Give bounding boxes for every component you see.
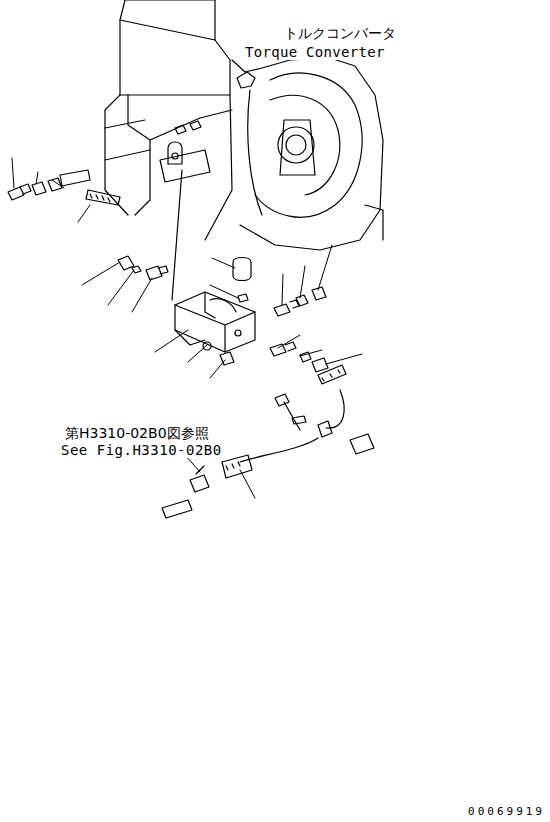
hose-assembly <box>8 170 168 280</box>
part-name: トルクコンバータ <box>283 26 397 41</box>
leader-line <box>12 120 362 498</box>
guide-line <box>172 170 182 300</box>
hose-assembly <box>162 365 374 518</box>
transmission-housing <box>105 0 232 240</box>
part-name: Torque Converter <box>244 45 386 60</box>
drawing-number: 00069919 <box>467 806 546 818</box>
manifold-block <box>175 258 328 373</box>
torque-converter <box>232 58 383 250</box>
reference-note: 第H3310-02B0図参照 <box>64 426 210 441</box>
reference-note: See Fig.H3310-02B0 <box>60 443 223 458</box>
